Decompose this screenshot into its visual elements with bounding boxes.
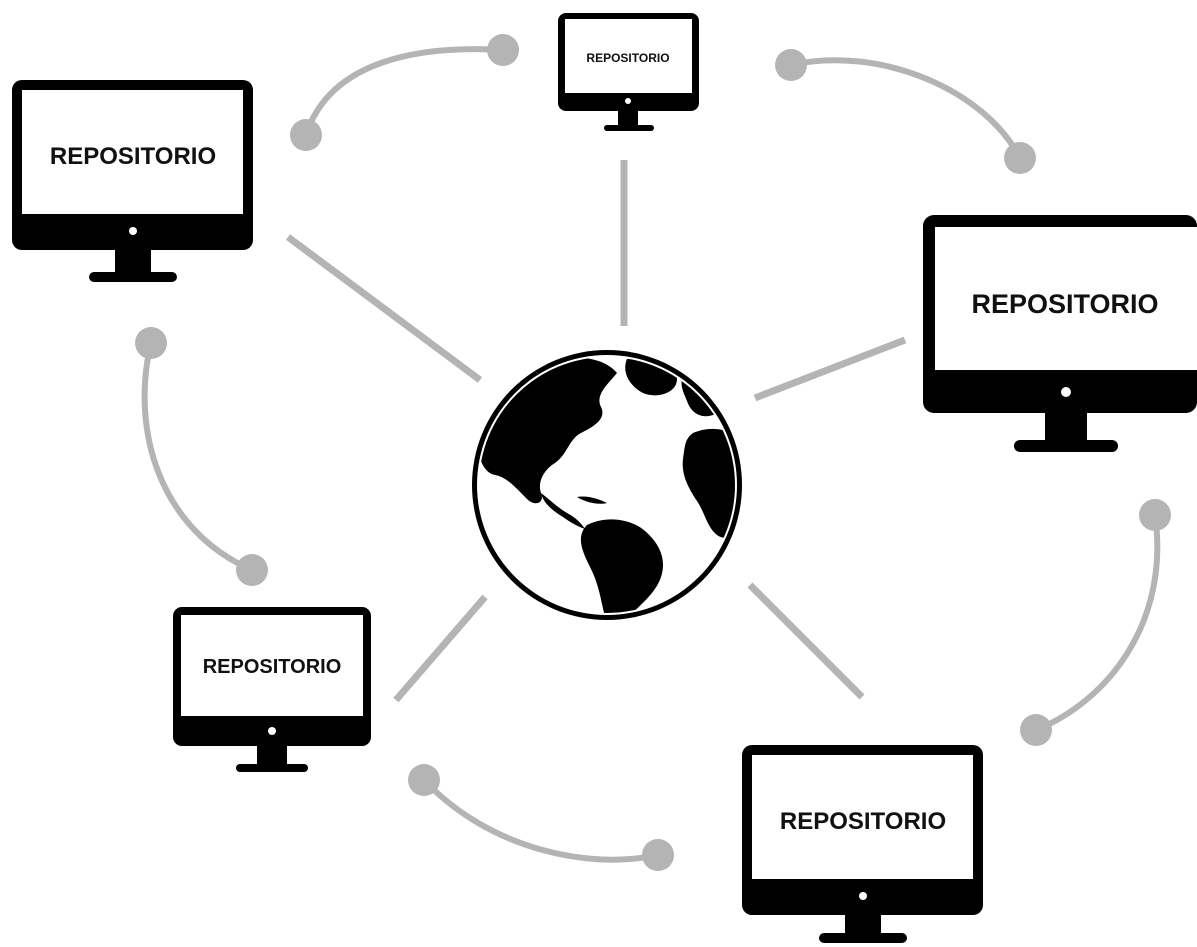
monitor-stand: [819, 933, 907, 943]
monitor-repo-right: REPOSITORIO: [923, 215, 1197, 452]
repo-label: REPOSITORIO: [780, 808, 946, 835]
monitor-stand: [1014, 440, 1118, 452]
arc-dot: [642, 839, 674, 871]
arc-endpoint-dots: [135, 34, 1171, 871]
monitor-repo-bottom-right: REPOSITORIO: [742, 745, 983, 943]
monitor-repo-top: REPOSITORIO: [558, 13, 699, 131]
monitor-screen: [181, 615, 363, 716]
arc-connectors: [141, 46, 1161, 863]
arc-dot: [1139, 499, 1171, 531]
arc-dot: [1004, 142, 1036, 174]
arc-right-to-bottom-right: [1033, 512, 1161, 733]
arc-dot: [775, 49, 807, 81]
arc-dot: [1020, 714, 1052, 746]
central-america-shape: [541, 493, 585, 529]
arc-dot: [487, 34, 519, 66]
monitor-screen: [565, 19, 692, 93]
repo-label: REPOSITORIO: [50, 143, 216, 170]
monitor-neck: [618, 111, 638, 125]
arc-top-left-to-bottom-left: [141, 340, 255, 573]
south-america-shape: [580, 519, 663, 613]
monitor-screen: [935, 227, 1197, 370]
arc-dot: [290, 119, 322, 151]
monitor-repo-bottom-left: REPOSITORIO: [173, 607, 371, 772]
power-led-icon: [129, 227, 137, 235]
spoke-to-repo-top-left: [285, 234, 483, 383]
africa-shape: [682, 428, 735, 538]
monitor-repo-top-left: REPOSITORIO: [12, 80, 253, 282]
arc-dot: [135, 327, 167, 359]
monitor-stand: [236, 764, 308, 772]
arc-top-to-right: [788, 57, 1023, 161]
monitor-stand: [604, 125, 654, 131]
monitor-stand: [89, 272, 177, 282]
monitor-neck: [115, 250, 151, 272]
spoke-to-repo-bottom-right: [747, 582, 865, 700]
spoke-to-repo-bottom-left: [393, 594, 488, 703]
repo-label: REPOSITORIO: [586, 51, 669, 65]
power-led-icon: [1061, 387, 1071, 397]
arc-bottom-left-to-bottom-right: [421, 777, 661, 863]
power-led-icon: [268, 727, 276, 735]
repo-label: REPOSITORIO: [971, 289, 1158, 319]
caribbean-shape: [577, 496, 607, 504]
spoke-to-repo-right: [753, 336, 907, 402]
arc-dot: [236, 554, 268, 586]
monitor-neck: [1045, 413, 1087, 440]
monitor-screen: [22, 90, 243, 214]
arc-dot: [408, 764, 440, 796]
arc-top-left-to-top: [303, 46, 506, 138]
power-led-icon: [859, 892, 867, 900]
power-led-icon: [625, 98, 631, 104]
globe-icon: [472, 350, 742, 620]
monitor-screen: [752, 755, 973, 879]
monitor-neck: [257, 746, 287, 764]
repo-label: REPOSITORIO: [203, 656, 342, 678]
spoke-connectors: [285, 160, 907, 703]
monitor-neck: [845, 915, 881, 933]
